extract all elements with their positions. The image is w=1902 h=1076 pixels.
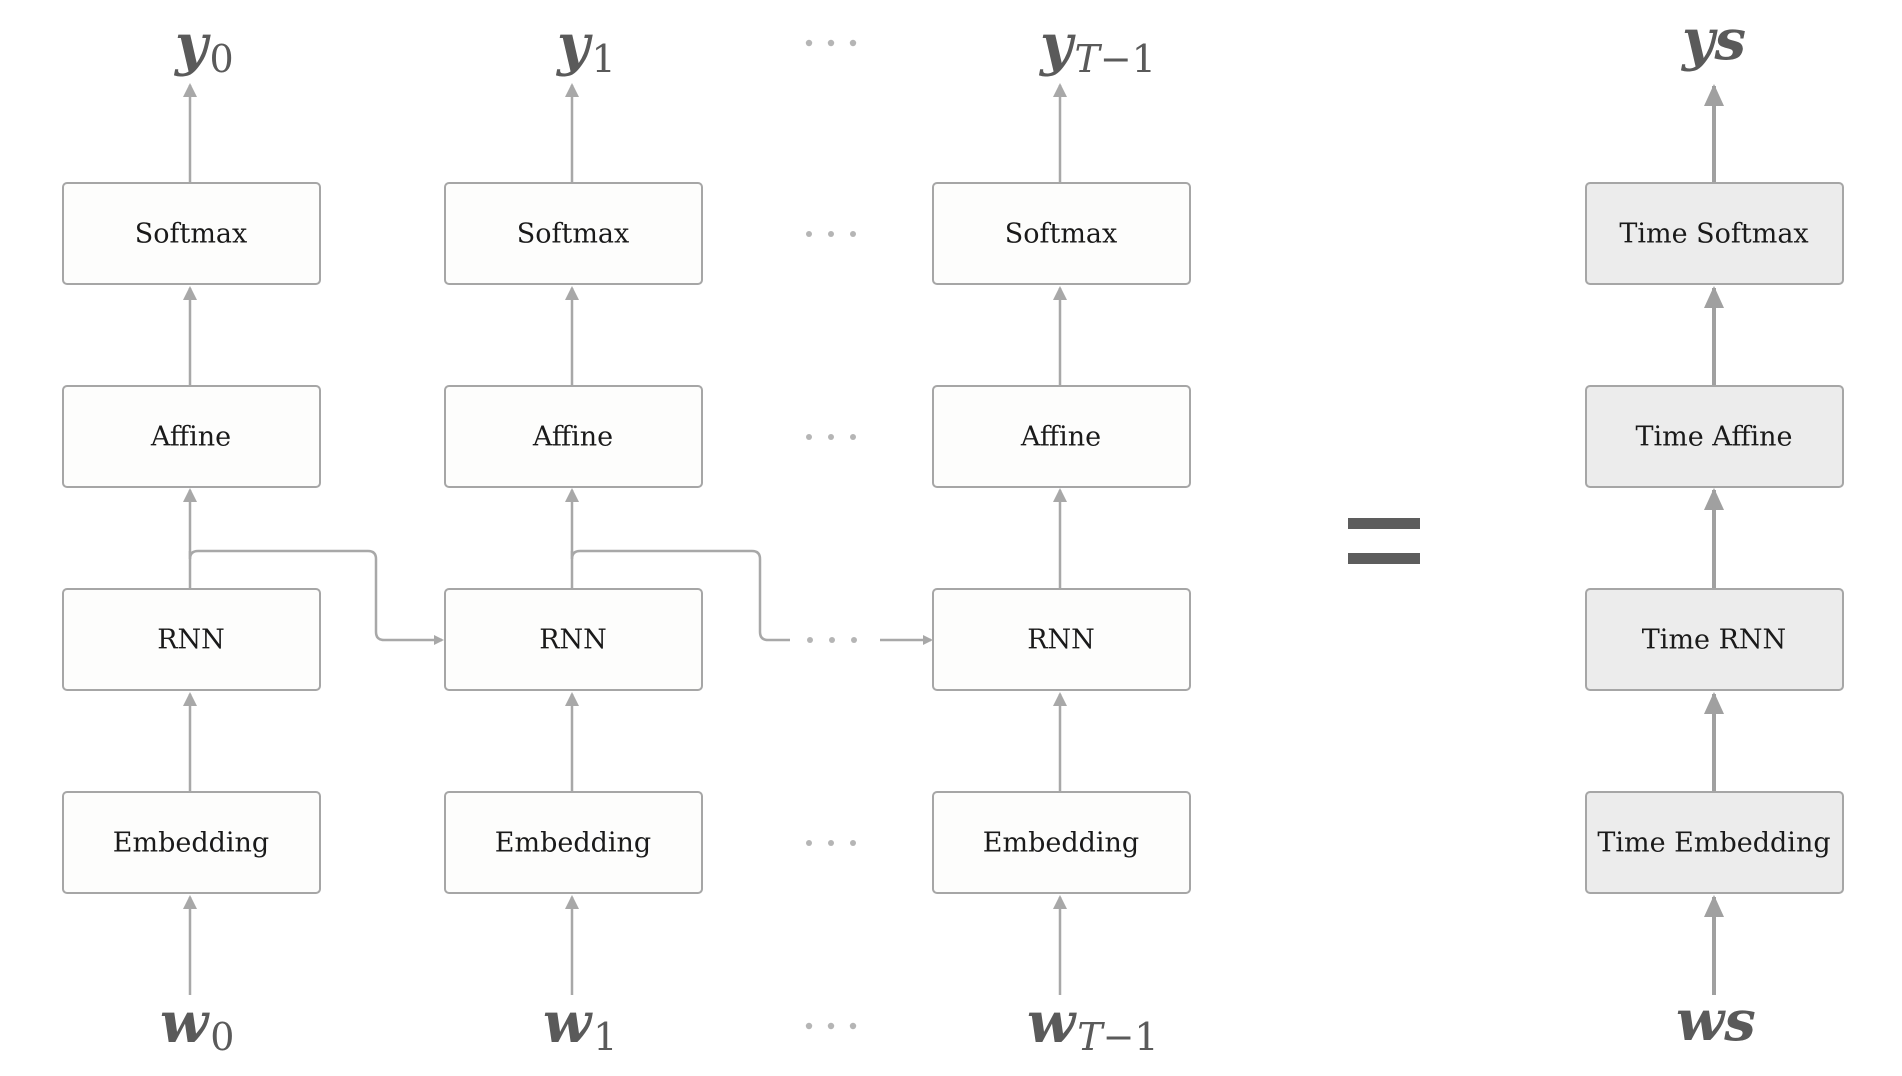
svg-text:Affine: Affine (532, 422, 613, 453)
svg-text:RNN: RNN (1027, 625, 1095, 656)
svg-text:Time Softmax: Time Softmax (1619, 219, 1808, 250)
output-label-y0: y0 (173, 12, 234, 81)
affine-layer-1: Affine (444, 385, 703, 488)
input-label-w1: w1 (543, 990, 617, 1059)
affine-layer-last: Affine (932, 385, 1191, 488)
embedding-layer-last: Embedding (932, 791, 1191, 894)
output-label-ys: ys (1680, 7, 1746, 73)
column-1: y1 Softmax Affine RNN Embedding w1 (444, 12, 703, 1059)
svg-text:RNN: RNN (539, 625, 607, 656)
svg-text:Time Affine: Time Affine (1635, 422, 1792, 453)
svg-text:Affine: Affine (150, 422, 231, 453)
svg-text:Embedding: Embedding (983, 828, 1139, 859)
equals-sign: = (1348, 518, 1420, 564)
svg-text:Softmax: Softmax (517, 219, 630, 250)
ellipsis-affine (806, 434, 856, 440)
column-0: y0 Softmax Affine RNN Embedding w0 (62, 12, 321, 1059)
input-label-ws: ws (1676, 988, 1756, 1054)
time-embedding-layer: Time Embedding (1585, 791, 1844, 894)
affine-layer-0: Affine (62, 385, 321, 488)
ellipsis-softmax (806, 231, 856, 237)
svg-text:RNN: RNN (157, 625, 225, 656)
ellipsis-embedding (806, 840, 856, 846)
hidden-state-ellipsis (807, 637, 857, 643)
column-last: yT−1 Softmax Affine RNN Embedding wT−1 (932, 12, 1191, 1059)
ellipsis-input (805, 1022, 857, 1030)
svg-text:Time Embedding: Time Embedding (1597, 828, 1830, 859)
softmax-layer-0: Softmax (62, 182, 321, 285)
rnn-layer-1: RNN (444, 588, 703, 691)
embedding-layer-0: Embedding (62, 791, 321, 894)
svg-text:Time RNN: Time RNN (1642, 625, 1786, 656)
hidden-state-arrow-0-to-1 (188, 549, 444, 645)
time-column: ys Time Softmax Time Affine Time RNN Tim… (1585, 7, 1844, 1054)
input-label-w-last: wT−1 (1027, 990, 1159, 1059)
output-label-y-last: yT−1 (1038, 12, 1156, 81)
rnn-layer-0: RNN (62, 588, 321, 691)
svg-text:Softmax: Softmax (135, 219, 248, 250)
time-affine-layer: Time Affine (1585, 385, 1844, 488)
softmax-layer-1: Softmax (444, 182, 703, 285)
svg-text:Softmax: Softmax (1005, 219, 1118, 250)
time-rnn-layer: Time RNN (1585, 588, 1844, 691)
ellipsis-output (805, 39, 857, 47)
svg-text:Embedding: Embedding (495, 828, 651, 859)
time-softmax-layer: Time Softmax (1585, 182, 1844, 285)
softmax-layer-last: Softmax (932, 182, 1191, 285)
svg-text:Affine: Affine (1020, 422, 1101, 453)
embedding-layer-1: Embedding (444, 791, 703, 894)
input-label-w0: w0 (160, 990, 234, 1059)
svg-text:Embedding: Embedding (113, 828, 269, 859)
output-label-y1: y1 (555, 12, 616, 81)
hidden-state-line-1 (570, 549, 790, 642)
rnn-layer-last: RNN (932, 588, 1191, 691)
